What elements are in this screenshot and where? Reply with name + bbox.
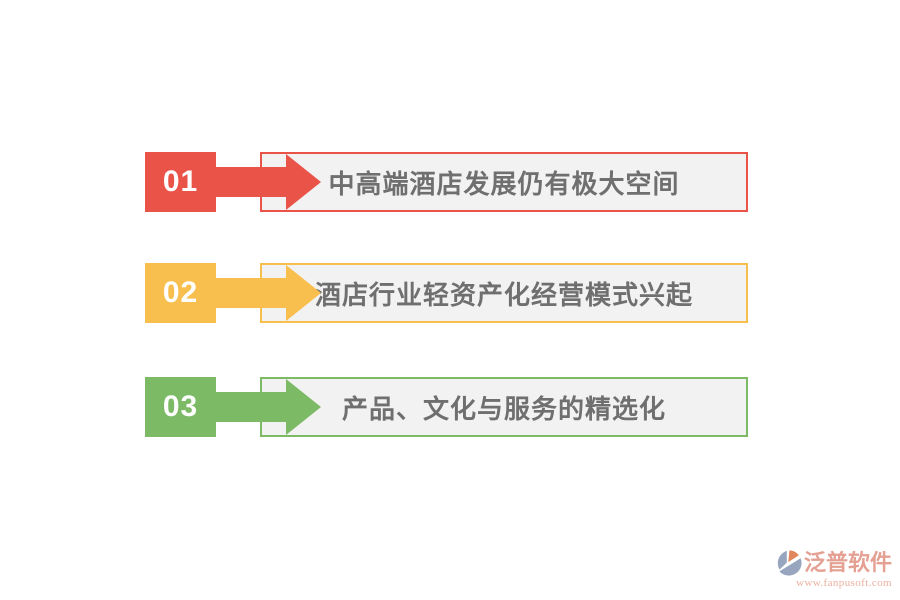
feature-label: 产品、文化与服务的精选化 xyxy=(341,393,666,424)
brand-name: 泛普软件 xyxy=(803,550,892,575)
arrow-right-icon xyxy=(215,167,287,197)
number-badge: 01 xyxy=(145,152,216,212)
feature-label: 中高端酒店发展仍有极大空间 xyxy=(328,168,680,199)
arrow-right-icon xyxy=(215,278,287,308)
feature-box: 中高端酒店发展仍有极大空间 xyxy=(260,152,748,212)
feature-row-3: 产品、文化与服务的精选化 03 xyxy=(0,377,900,437)
arrow-right-icon xyxy=(286,265,321,321)
feature-row-1: 中高端酒店发展仍有极大空间 01 xyxy=(0,152,900,212)
arrow-right-icon xyxy=(286,379,321,435)
feature-label: 酒店行业轻资产化经营模式兴起 xyxy=(314,279,693,310)
brand-url: www.fanpusoft.com xyxy=(796,577,892,589)
number-badge: 03 xyxy=(145,377,216,437)
arrow-right-icon xyxy=(286,154,321,210)
brand-watermark: 泛普软件 www.fanpusoft.com xyxy=(766,549,892,589)
arrow-right-icon xyxy=(215,392,287,422)
feature-row-2: 酒店行业轻资产化经营模式兴起 02 xyxy=(0,263,900,323)
fanpu-logo-icon xyxy=(777,550,802,576)
number-badge: 02 xyxy=(145,263,216,323)
feature-box: 产品、文化与服务的精选化 xyxy=(260,377,748,437)
feature-box: 酒店行业轻资产化经营模式兴起 xyxy=(260,263,748,323)
